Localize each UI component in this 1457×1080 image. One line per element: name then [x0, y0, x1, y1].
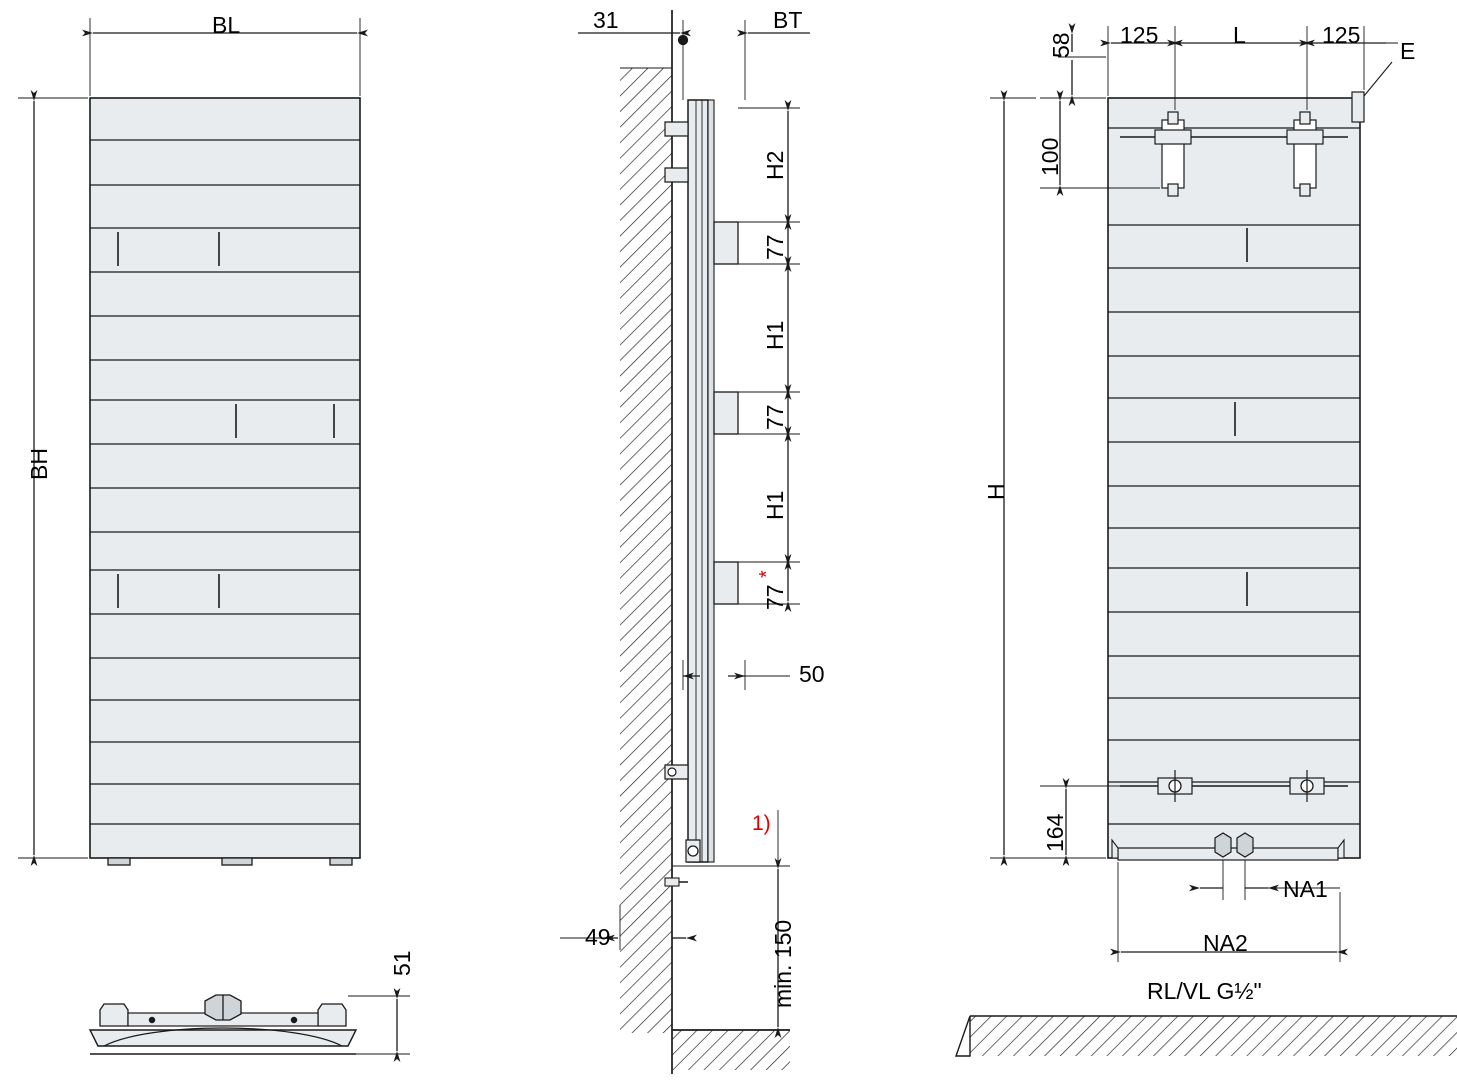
- dim-label-bh: BH: [26, 448, 52, 480]
- dim-label-bt: BT: [773, 7, 803, 33]
- dim-label-164: 164: [1042, 813, 1068, 852]
- dim-label-31: 31: [593, 7, 619, 33]
- dim-label-125-left: 125: [1120, 22, 1159, 48]
- dim-label-77-mid: 77: [762, 404, 788, 430]
- dim-label-bl: BL: [212, 12, 241, 38]
- dim-label-50: 50: [799, 661, 825, 687]
- dim-label-51: 51: [389, 950, 415, 976]
- dim-label-na1: NA1: [1283, 876, 1328, 902]
- dim-label-h1-lower: H1: [762, 490, 788, 520]
- rear-view: [955, 23, 1457, 1057]
- dim-label-49: 49: [585, 924, 611, 950]
- dim-label-125-right: 125: [1322, 22, 1361, 48]
- note-1-marker: 1): [752, 812, 771, 835]
- dim-label-na2: NA2: [1203, 930, 1248, 956]
- asterisk-marker: *: [756, 570, 778, 578]
- dim-label-77-bottom: 77: [762, 584, 788, 610]
- connection-label: RL/VL G½": [1147, 978, 1262, 1004]
- front-view-panel: [18, 18, 368, 866]
- dim-label-h2: H2: [762, 150, 788, 180]
- dim-label-min-150: min. 150: [770, 919, 796, 1008]
- dim-label-58: 58: [1048, 32, 1074, 58]
- dim-label-77-top: 77: [762, 234, 788, 260]
- dim-label-h1-upper: H1: [762, 320, 788, 350]
- side-view: [560, 10, 810, 1074]
- dim-label-H: H: [983, 483, 1009, 500]
- dim-label-E: E: [1400, 38, 1416, 64]
- section-view: [88, 988, 410, 1062]
- dim-label-100: 100: [1037, 137, 1063, 176]
- dim-label-L: L: [1233, 22, 1246, 48]
